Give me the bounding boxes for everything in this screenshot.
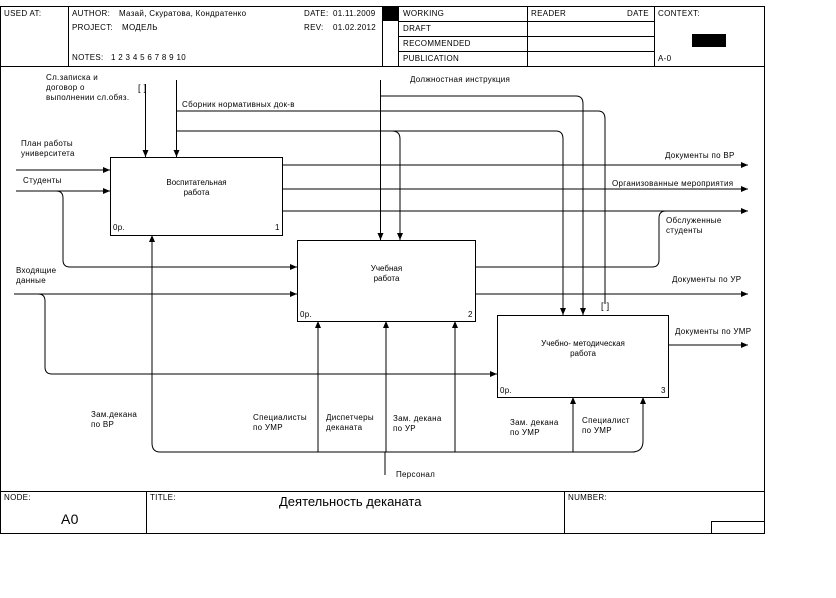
tunnel-control-regs: [ ] xyxy=(601,301,610,311)
label-mech-spec-umr: Специалисты по УМР xyxy=(253,413,307,432)
box-3-outline xyxy=(497,315,669,398)
project-label: PROJECT: xyxy=(72,23,114,32)
box-2-number: 2 xyxy=(468,310,473,319)
box-1-title: Воспитательная работа xyxy=(166,178,227,197)
rev-label: REV: xyxy=(304,23,324,32)
label-control-regs: Сборник нормативных док-в xyxy=(182,100,295,109)
label-mech-personnel: Персонал xyxy=(396,470,436,479)
node-label: NODE: xyxy=(4,493,31,502)
rev-value: 01.02.2012 xyxy=(333,23,377,32)
label-mech-spec-box3: Специалист по УМР xyxy=(582,416,630,435)
label-input-data: Входящие данные xyxy=(16,266,57,285)
date-column-label: DATE xyxy=(627,9,649,18)
box-2-cost: 0р. xyxy=(300,310,313,319)
label-control-memo: Сл.записка и договор о выполнении сл.обя… xyxy=(46,73,130,102)
status-draft: DRAFT xyxy=(403,24,432,33)
status-working: WORKING xyxy=(403,9,445,18)
box-3-number: 3 xyxy=(661,386,666,395)
author-value: Мазай, Скуратова, Кондратенко xyxy=(119,9,247,18)
label-output-served: Обслуженные студенты xyxy=(666,216,722,235)
reader-label: READER xyxy=(531,9,567,18)
label-output-docs-vr: Документы по ВР xyxy=(665,151,735,160)
box-1-cost: 0р. xyxy=(113,223,126,232)
number-label: NUMBER: xyxy=(568,493,607,502)
label-output-events: Организованные мероприятия xyxy=(612,179,734,188)
working-status-marker xyxy=(383,7,398,21)
label-output-docs-ur: Документы по УР xyxy=(672,275,742,284)
author-label: AUTHOR: xyxy=(72,9,111,18)
label-input-students: Студенты xyxy=(23,176,62,185)
status-recommended: RECOMMENDED xyxy=(403,39,471,48)
box-1-number: 1 xyxy=(275,223,280,232)
label-mech-deputy-umr: Зам. декана по УМР xyxy=(510,418,559,437)
project-value: МОДЕЛЬ xyxy=(122,23,158,32)
label-mech-deputy-vr: Зам.декана по ВР xyxy=(91,410,138,429)
label-output-docs-umr: Документы по УМР xyxy=(675,327,752,336)
context-node: A-0 xyxy=(658,54,672,63)
box-3-title: Учебно- методическая работа xyxy=(541,339,625,358)
title-label: TITLE: xyxy=(150,493,176,502)
context-label: CONTEXT: xyxy=(658,9,700,18)
used-at-label: USED AT: xyxy=(4,9,42,18)
box-2-title: Учебная работа xyxy=(370,264,403,283)
box-1-outline xyxy=(110,157,283,236)
date-value: 01.11.2009 xyxy=(333,9,376,18)
label-mech-dispatch: Диспетчеры деканата xyxy=(326,413,374,432)
status-publication: PUBLICATION xyxy=(403,54,460,63)
notes-label: NOTES: xyxy=(72,53,104,62)
label-mech-deputy-ur: Зам. декана по УР xyxy=(393,414,442,433)
node-value: A0 xyxy=(61,511,79,527)
notes-value: 1 2 3 4 5 6 7 8 9 10 xyxy=(111,53,186,62)
box-3-cost: 0р. xyxy=(500,386,513,395)
tunnel-control-memo: [ ] xyxy=(138,83,147,93)
context-node-marker xyxy=(692,34,726,47)
diagram-title: Деятельность деканата xyxy=(279,494,422,509)
label-control-job: Должностная инструкция xyxy=(410,75,511,84)
date-label: DATE: xyxy=(304,9,329,18)
label-input-plan: План работы университета xyxy=(21,139,75,158)
